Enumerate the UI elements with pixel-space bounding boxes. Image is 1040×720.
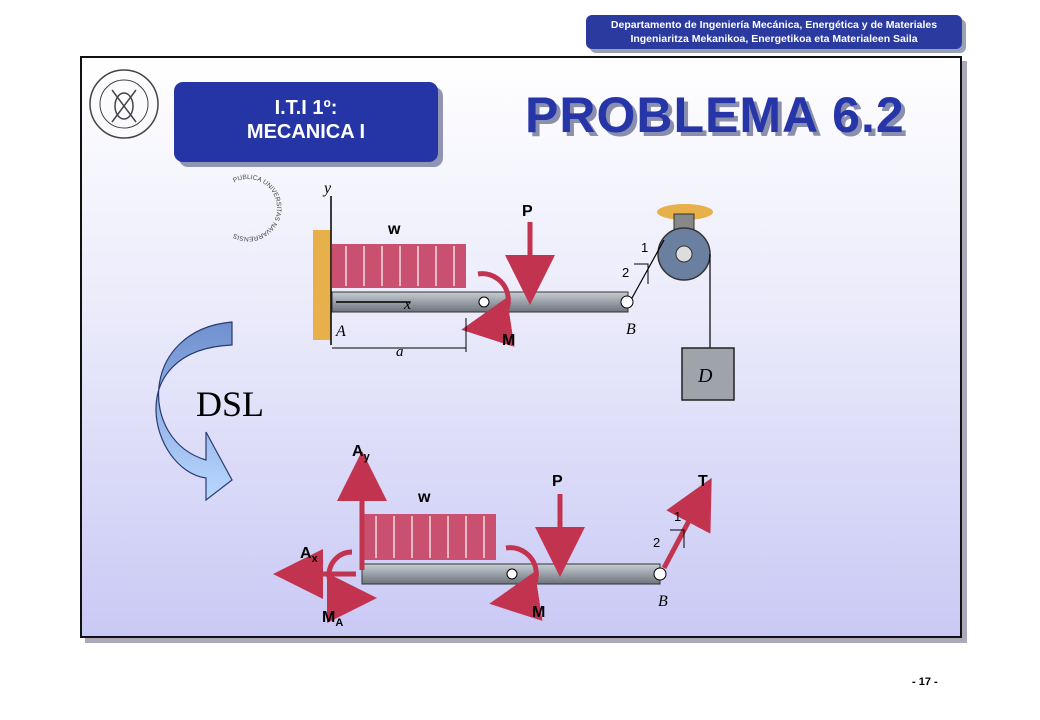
force-t-arrow xyxy=(661,477,712,570)
point-a-label: A xyxy=(335,323,346,340)
ceiling-mount xyxy=(657,204,713,220)
moment-m-label-fbd: M xyxy=(532,604,545,621)
slope-1-label-fbd: 1 xyxy=(674,509,681,524)
load-w-label: w xyxy=(387,221,401,238)
course-name: MECANICA I xyxy=(246,121,366,143)
point-b-label: B xyxy=(626,321,636,338)
dsl-label: DSL xyxy=(196,384,265,424)
hinge-point xyxy=(478,296,490,308)
wall-support xyxy=(313,230,331,340)
force-ax-label: Ax xyxy=(300,545,319,565)
dsl-curved-arrow xyxy=(155,321,233,502)
force-p-label-fbd: P xyxy=(552,473,563,490)
bottom-figure: w B Ay Ax MA M P T 1 2 xyxy=(273,443,712,629)
load-arrows xyxy=(345,246,455,286)
block-d xyxy=(681,347,735,401)
cable xyxy=(631,239,665,299)
block-d-label: D xyxy=(697,365,713,387)
point-b-label-fbd: B xyxy=(658,593,668,610)
moment-ma-label: MA xyxy=(322,609,343,629)
y-axis-label: y xyxy=(322,180,332,197)
department-name-eu: Ingeniaritza Mekanikoa, Energetikoa eta … xyxy=(630,33,918,45)
moment-ma-arrow xyxy=(326,549,377,623)
page-number: - 17 - xyxy=(912,676,938,688)
force-t-label: T xyxy=(698,473,708,490)
slope-1-label: 1 xyxy=(641,240,648,255)
force-ay-label: Ay xyxy=(352,443,371,463)
department-banner: Departamento de Ingeniería Mecánica, Ene… xyxy=(586,15,962,49)
course-code: I.T.I 1º: xyxy=(274,97,338,119)
slide-title: PROBLEMA 6.2 xyxy=(525,87,905,143)
slope-triangle-fbd xyxy=(670,529,685,548)
slope-triangle xyxy=(634,263,649,284)
distributed-load-fbd xyxy=(362,514,496,560)
distributed-load xyxy=(332,244,466,288)
department-name-es: Departamento de Ingeniería Mecánica, Ene… xyxy=(610,19,938,31)
pin-b xyxy=(620,295,634,309)
slope-2-label: 2 xyxy=(622,265,629,280)
load-w-label-fbd: w xyxy=(417,489,431,506)
dimension-a-label: a xyxy=(396,344,404,360)
pin-b-fbd xyxy=(653,567,667,581)
force-p-label: P xyxy=(522,203,533,220)
moment-m-label: M xyxy=(502,332,515,349)
slope-2-label-fbd: 2 xyxy=(653,535,660,550)
x-axis-label: x xyxy=(403,296,411,313)
course-badge: I.T.I 1º: MECANICA I xyxy=(174,82,438,162)
top-figure: y w x A B M P a 1 2 xyxy=(313,180,735,401)
